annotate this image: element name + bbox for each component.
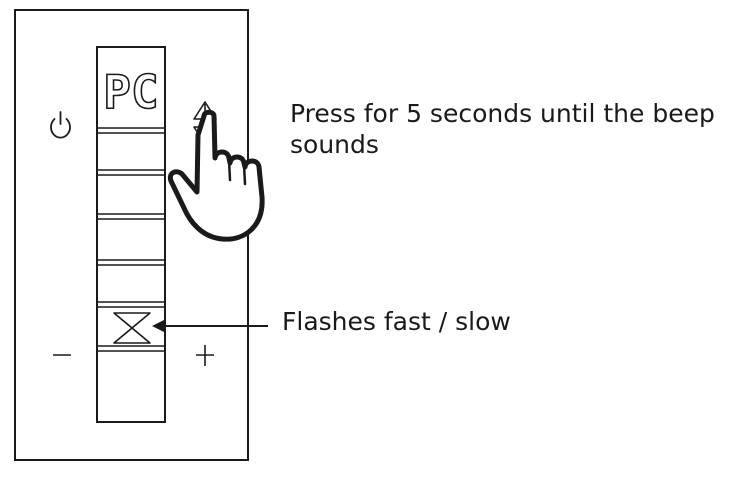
flash-callout-arrow (152, 319, 268, 333)
power-icon (50, 111, 71, 139)
finger-creases (227, 158, 247, 186)
strip-outline (96, 46, 166, 423)
pc-display-label: PC (103, 65, 158, 119)
press-instruction-text: Press for 5 seconds until the beep sound… (290, 99, 715, 159)
flash-note-text: Flashes fast / slow (282, 307, 511, 336)
indicator-strip (96, 46, 166, 423)
pointing-hand-icon (167, 109, 265, 242)
hourglass-icon (113, 312, 151, 344)
plus-icon (196, 345, 214, 366)
